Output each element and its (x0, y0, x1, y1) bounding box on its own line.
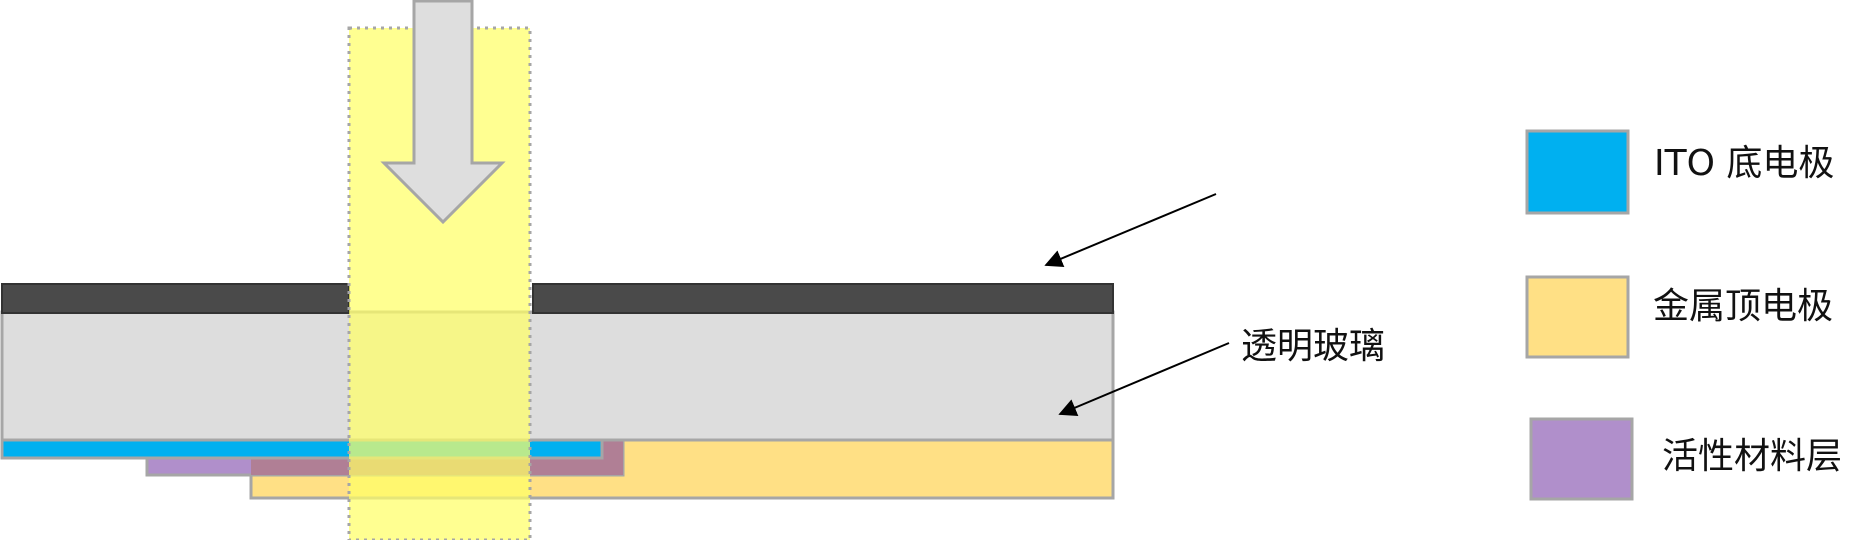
legend-swatch-metal (1525, 275, 1630, 359)
glass-leader-line (1058, 342, 1230, 417)
transparent-glass-substrate (0, 310, 1115, 442)
legend-label-ito: ITO 底电极 (1654, 143, 1835, 184)
mask-strip-right (532, 283, 1114, 314)
illumination-direction-arrow (380, 0, 506, 225)
legend-label-active: 活性材料层 (1662, 436, 1843, 477)
legend-label-metal: 金属顶电极 (1653, 286, 1834, 327)
legend-swatch-active (1529, 417, 1634, 501)
mask-strip-left (1, 283, 350, 314)
glass-label: 透明玻璃 (1241, 326, 1386, 367)
mask-leader-line (1044, 193, 1217, 268)
legend-swatch-ito (1525, 129, 1630, 215)
